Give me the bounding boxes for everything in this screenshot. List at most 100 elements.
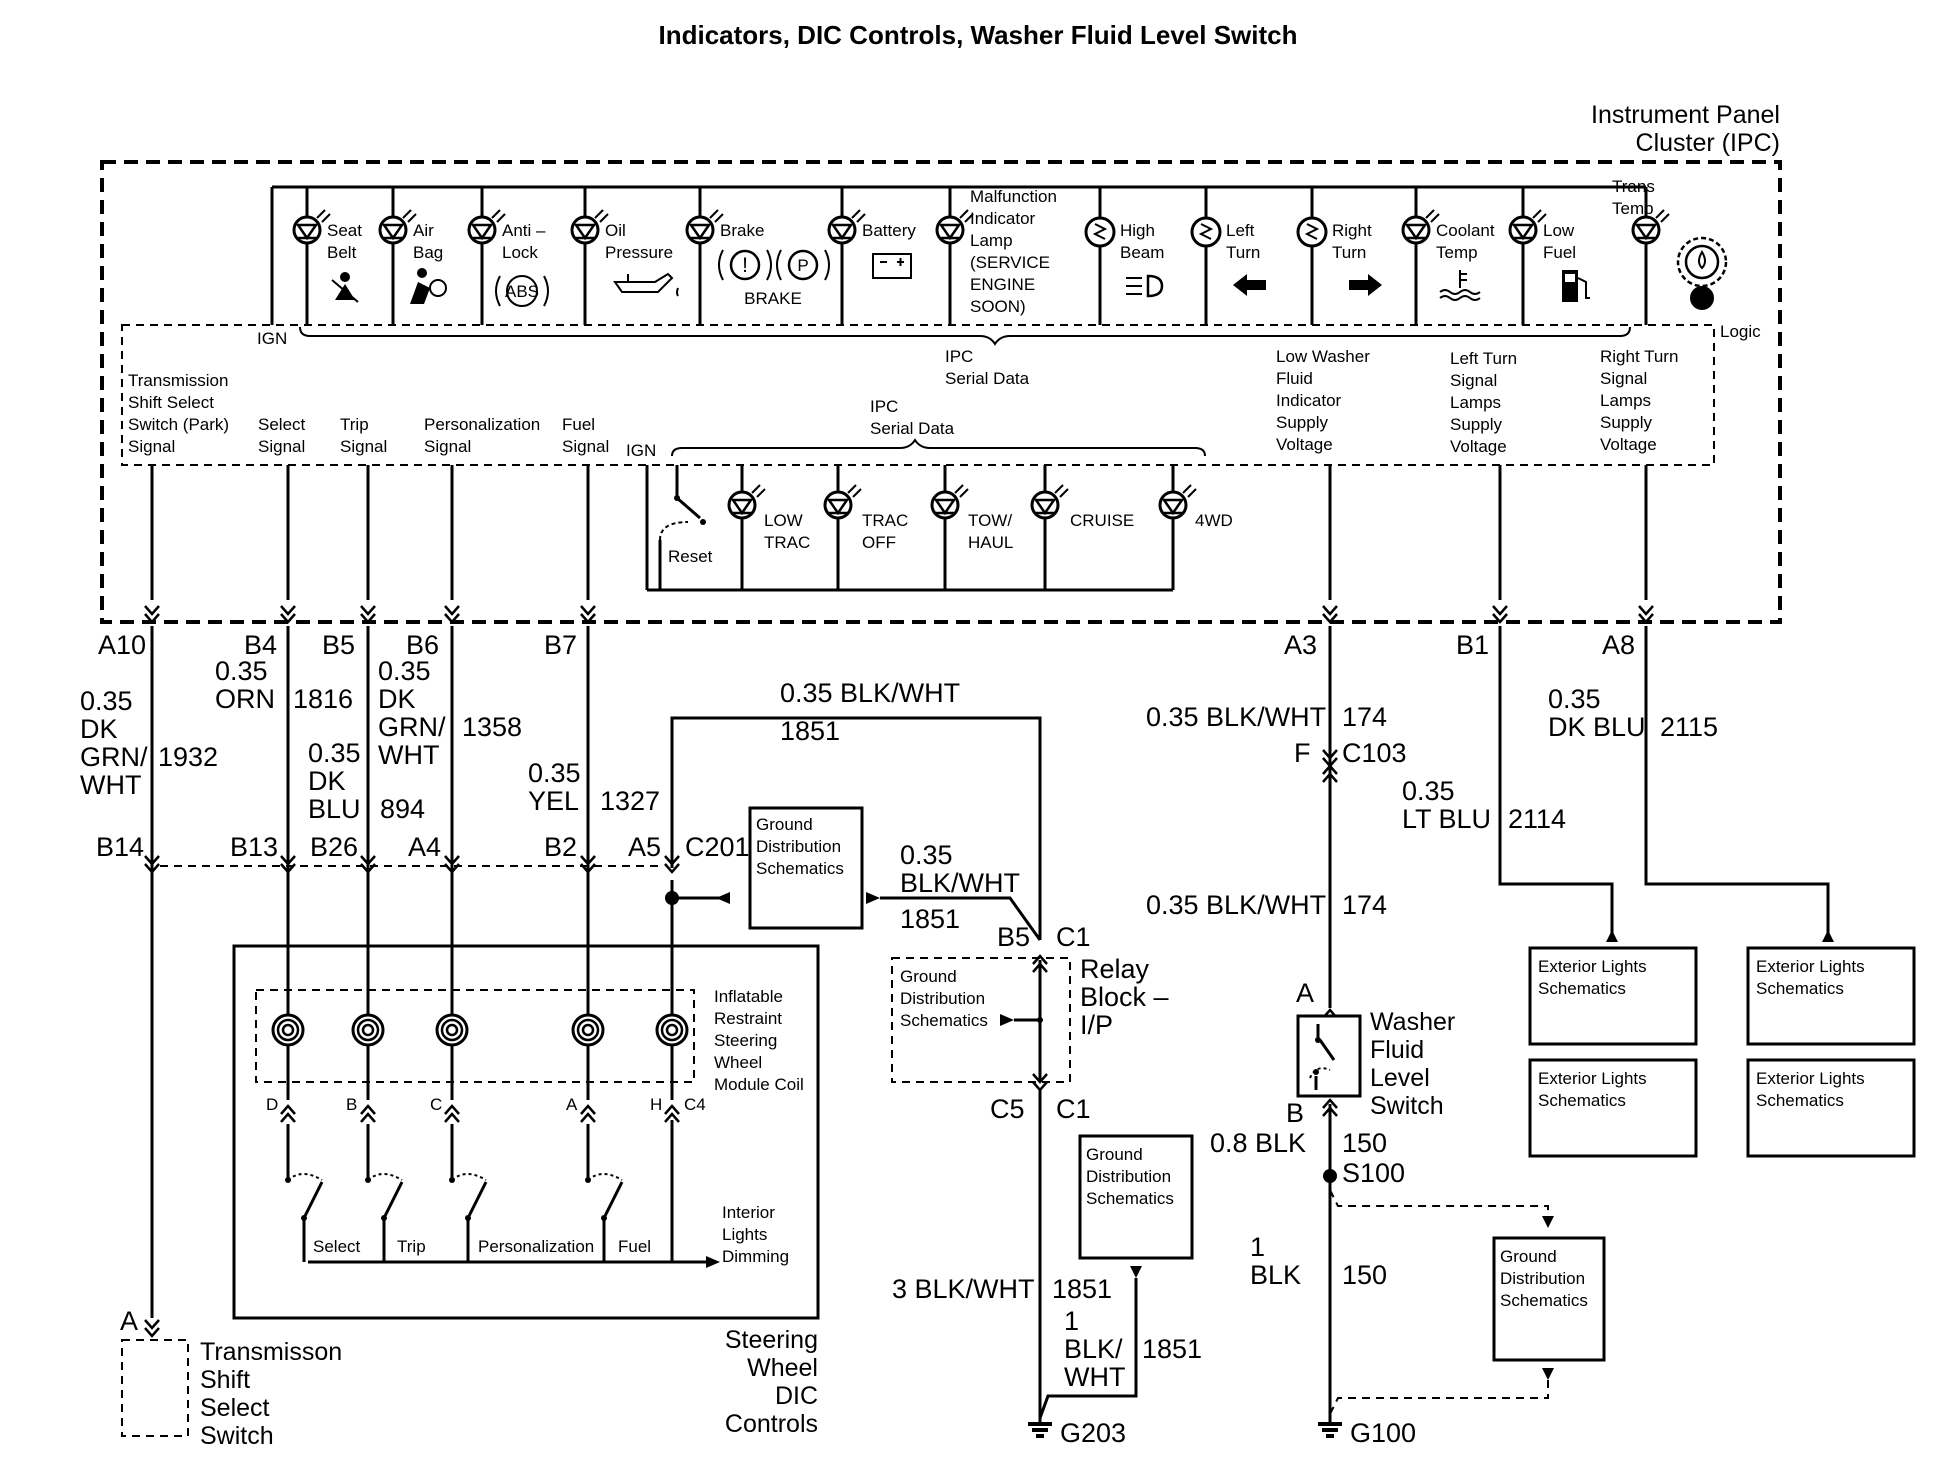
signal-0-label-1: Shift Select (128, 393, 214, 412)
ground-dist-2-line2: Distribution (1086, 1167, 1171, 1186)
relay-pin-c1-top: C1 (1056, 922, 1091, 952)
lamp-11-icon (1508, 208, 1548, 245)
c201-pin-A4: A4 (408, 832, 441, 862)
lamp-6-icon (935, 208, 975, 245)
c4-pin-A: A (566, 1095, 578, 1114)
wire-1851-mid-circuit: 1851 (900, 904, 960, 934)
lamp-6-label-0: Malfunction (970, 187, 1057, 206)
c4-pin-B: B (346, 1095, 357, 1114)
wire-1816-circuit: 1816 (293, 684, 353, 714)
ext-lights-1-line-1: Schematics (1538, 1091, 1626, 1110)
lamp-6-label-2: Lamp (970, 231, 1013, 250)
ground-dist-1-line3: Schematics (756, 859, 844, 878)
ipc-label-2: Cluster (IPC) (1636, 129, 1780, 157)
signal-5-label-1: Fluid (1276, 369, 1313, 388)
wire-2115-size: 0.35 (1548, 684, 1601, 714)
lamp-7-label-1: Beam (1120, 243, 1164, 262)
ipc-serial-data-1a: IPC (945, 347, 973, 366)
lower-lamp-4-label-0: 4WD (1195, 511, 1233, 530)
lamp-10-icon (1401, 208, 1441, 245)
lamp-10-label-0: Coolant (1436, 221, 1495, 240)
ipc-pin-B4: B4 (244, 630, 277, 660)
ext-lights-box-1 (1528, 1058, 1698, 1158)
fuel-pump-icon (1562, 270, 1590, 302)
wire-1851-g2-circuit: 1851 (1142, 1334, 1202, 1364)
c4-label: C4 (684, 1095, 706, 1114)
lamp-11-label-1: Fuel (1543, 243, 1576, 262)
washer-label-4: Switch (1370, 1092, 1444, 1120)
ipc-pin-A10: A10 (98, 630, 146, 660)
ground-dist-3-line3: Schematics (1500, 1291, 1588, 1310)
signal-6-label-4: Voltage (1450, 437, 1507, 456)
wire-1851-top-circuit: 1851 (780, 716, 840, 746)
right-arrow-icon (1349, 274, 1382, 296)
ground-g100-icon (1316, 1416, 1344, 1438)
ext-lights-box-3 (1746, 1058, 1916, 1158)
signal-3-label-0: Personalization (424, 415, 540, 434)
wire-894-color-1: DK (308, 766, 346, 796)
ipc-pin-B6: B6 (406, 630, 439, 660)
lamp-9-label-0: Right (1332, 221, 1372, 240)
lower-lamp-2-label-1: HAUL (968, 533, 1013, 552)
washer-pin-b: B (1286, 1098, 1304, 1128)
relay-ground-dist-2: Distribution (900, 989, 985, 1008)
ext-lights-3-line-0: Exterior Lights (1756, 1069, 1865, 1088)
signal-5-label-0: Low Washer (1276, 347, 1370, 366)
relay-pin-c5: C5 (990, 1094, 1025, 1124)
ipc-serial-data-2a: IPC (870, 397, 898, 416)
lamp-8-label-1: Turn (1226, 243, 1260, 262)
signal-5-label-2: Indicator (1276, 391, 1342, 410)
washer-label-3: Level (1370, 1064, 1430, 1092)
ipc-pin-B5: B5 (322, 630, 355, 660)
ipc-logic-box (121, 324, 1715, 466)
ground-g203-label: G203 (1060, 1418, 1126, 1448)
wire-1851-g2-size: 1 (1064, 1306, 1079, 1336)
lower-lamp-3-label-0: CRUISE (1070, 511, 1134, 530)
wire-894-circuit: 894 (380, 794, 425, 824)
signal-2-label-1: Signal (340, 437, 387, 456)
steering-coil-1-icon (351, 1013, 385, 1047)
signal-0-label-0: Transmission (128, 371, 228, 390)
relay-block-label-2: Block – (1080, 982, 1169, 1012)
wire-1327-circuit: 1327 (600, 786, 660, 816)
lamp-6-label-1: Indicator (970, 209, 1036, 228)
wire-1327-color: YEL (528, 786, 579, 816)
lamp-3-label-1: Pressure (605, 243, 673, 262)
ipc-serial-data-2b: Serial Data (870, 419, 955, 438)
wire-150b-color: BLK (1250, 1260, 1301, 1290)
ipc-serial-data-1b: Serial Data (945, 369, 1030, 388)
lower-lamp-1-label-1: OFF (862, 533, 896, 552)
c103-label: C103 (1342, 738, 1407, 768)
svg-text:P: P (797, 256, 808, 275)
signal-4-label-1: Signal (562, 437, 609, 456)
reset-label: Reset (668, 547, 713, 566)
ipc-logic-label: Logic (1720, 322, 1761, 341)
wire-1358-size: 0.35 (378, 656, 431, 686)
splice-s100-label: S100 (1342, 1158, 1405, 1188)
sw-dimming-3: Dimming (722, 1247, 789, 1266)
wire-1358-color-1: DK (378, 684, 416, 714)
wire-174a-circuit: 174 (1342, 702, 1387, 732)
wire-150b-circuit: 150 (1342, 1260, 1387, 1290)
wire-1851-top-label: 0.35 BLK/WHT (780, 678, 960, 708)
signal-6-label-1: Signal (1450, 371, 1497, 390)
ext-lights-0-line-0: Exterior Lights (1538, 957, 1647, 976)
left-arrow-icon (1233, 274, 1266, 296)
steering-coil-3-icon (571, 1013, 605, 1047)
wire-150a-circuit: 150 (1342, 1128, 1387, 1158)
lamp-0-label-1: Belt (327, 243, 357, 262)
wire-1816-color: ORN (215, 684, 275, 714)
signal-7-label-0: Right Turn (1600, 347, 1678, 366)
lamp-12-label-0: Trans (1612, 177, 1655, 196)
wire-2114-circuit: 2114 (1508, 804, 1566, 834)
lower-lamp-0-icon (727, 483, 767, 520)
wire-1358-color-2: GRN/ (378, 712, 446, 742)
lamp-2-icon (467, 208, 507, 245)
lower-lamp-4-icon (1158, 483, 1198, 520)
ext-lights-box-0 (1528, 946, 1698, 1046)
wire-150b-size: 1 (1250, 1232, 1265, 1262)
ext-lights-0-line-1: Schematics (1538, 979, 1626, 998)
high-beam-icon (1126, 274, 1164, 298)
lamp-5-icon (827, 208, 867, 245)
relay-block-label-3: I/P (1080, 1010, 1113, 1040)
